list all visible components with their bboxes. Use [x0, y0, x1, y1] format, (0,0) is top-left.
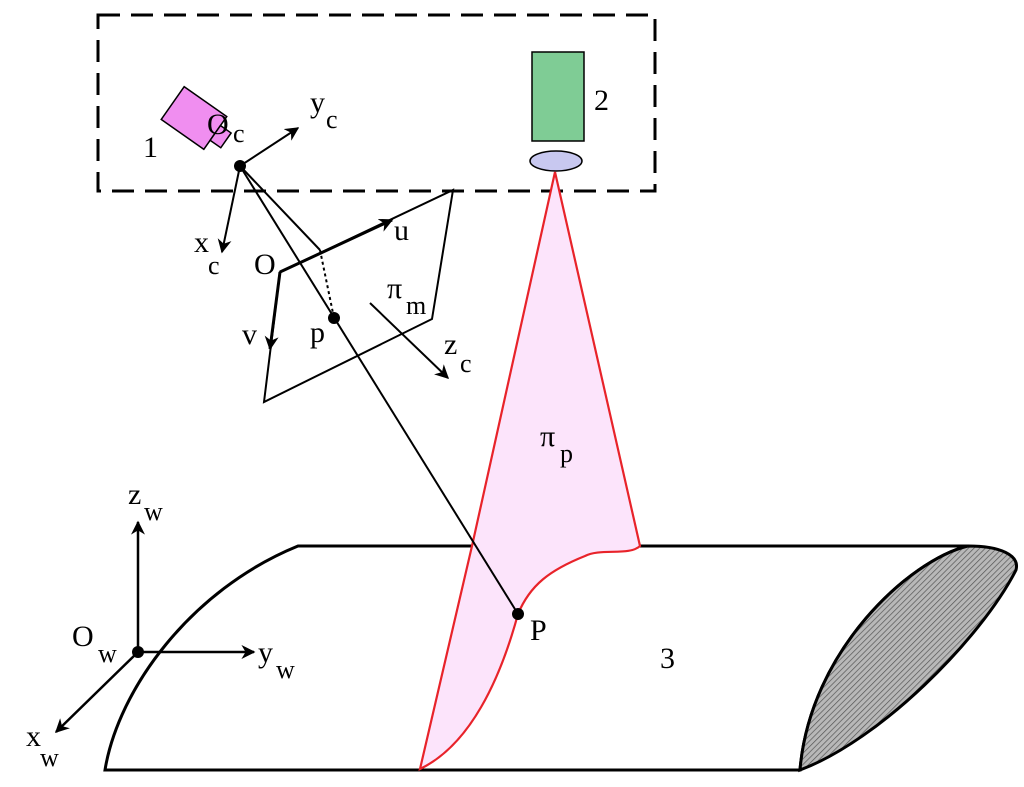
- world-origin-subscript: w: [98, 639, 117, 668]
- camera-origin-point: [234, 160, 246, 172]
- camera-x-label: x: [194, 226, 209, 259]
- light-plane: [418, 171, 642, 771]
- projector-label: 2: [594, 84, 609, 117]
- camera-x-subscript: c: [208, 251, 220, 280]
- image-plane-label: π: [387, 272, 402, 305]
- camera-origin-subscript: c: [233, 119, 245, 148]
- world-origin-label: O: [72, 620, 94, 653]
- camera-z-label: z: [444, 328, 457, 361]
- world-z-subscript: w: [144, 497, 163, 526]
- sensor-housing-box: [96, 13, 657, 193]
- camera-z-subscript: c: [460, 349, 472, 378]
- image-plane: [262, 188, 455, 404]
- object-label: 3: [660, 642, 675, 675]
- light-plane-subscript: p: [560, 439, 573, 468]
- image-v-label: v: [242, 318, 257, 351]
- light-plane-label: π: [540, 420, 555, 453]
- image-point: [328, 312, 340, 324]
- object-end-face: [798, 544, 1018, 773]
- image-plane-subscript: m: [406, 291, 426, 320]
- world-z-label: z: [128, 478, 141, 511]
- camera-y-subscript: c: [326, 105, 338, 134]
- world-origin-point: [132, 646, 144, 658]
- camera-icon: [160, 85, 233, 151]
- camera-to-image-origin-line: [239, 165, 321, 251]
- camera-x-axis: [217, 165, 241, 254]
- image-v-axis: [264, 271, 282, 351]
- camera-y-label: y: [310, 86, 325, 119]
- image-u-label: u: [394, 214, 409, 247]
- camera-origin-label: O: [207, 108, 229, 141]
- world-x-axis: [54, 651, 139, 733]
- projector-lens-icon: [529, 150, 583, 172]
- camera-label: 1: [143, 131, 158, 164]
- projector-icon: [531, 51, 585, 142]
- camera-ray: [239, 165, 519, 615]
- camera-y-axis: [239, 127, 300, 167]
- world-y-subscript: w: [276, 655, 295, 684]
- world-y-label: y: [258, 636, 273, 669]
- image-origin-label: O: [254, 248, 276, 281]
- world-point: [512, 608, 524, 620]
- world-x-label: x: [26, 720, 41, 753]
- image-u-axis: [279, 218, 394, 274]
- camera-z-axis: [369, 302, 450, 379]
- object-surface: [103, 544, 1018, 773]
- world-point-label: P: [530, 614, 547, 647]
- world-x-subscript: w: [40, 743, 59, 772]
- image-point-label: p: [310, 316, 325, 349]
